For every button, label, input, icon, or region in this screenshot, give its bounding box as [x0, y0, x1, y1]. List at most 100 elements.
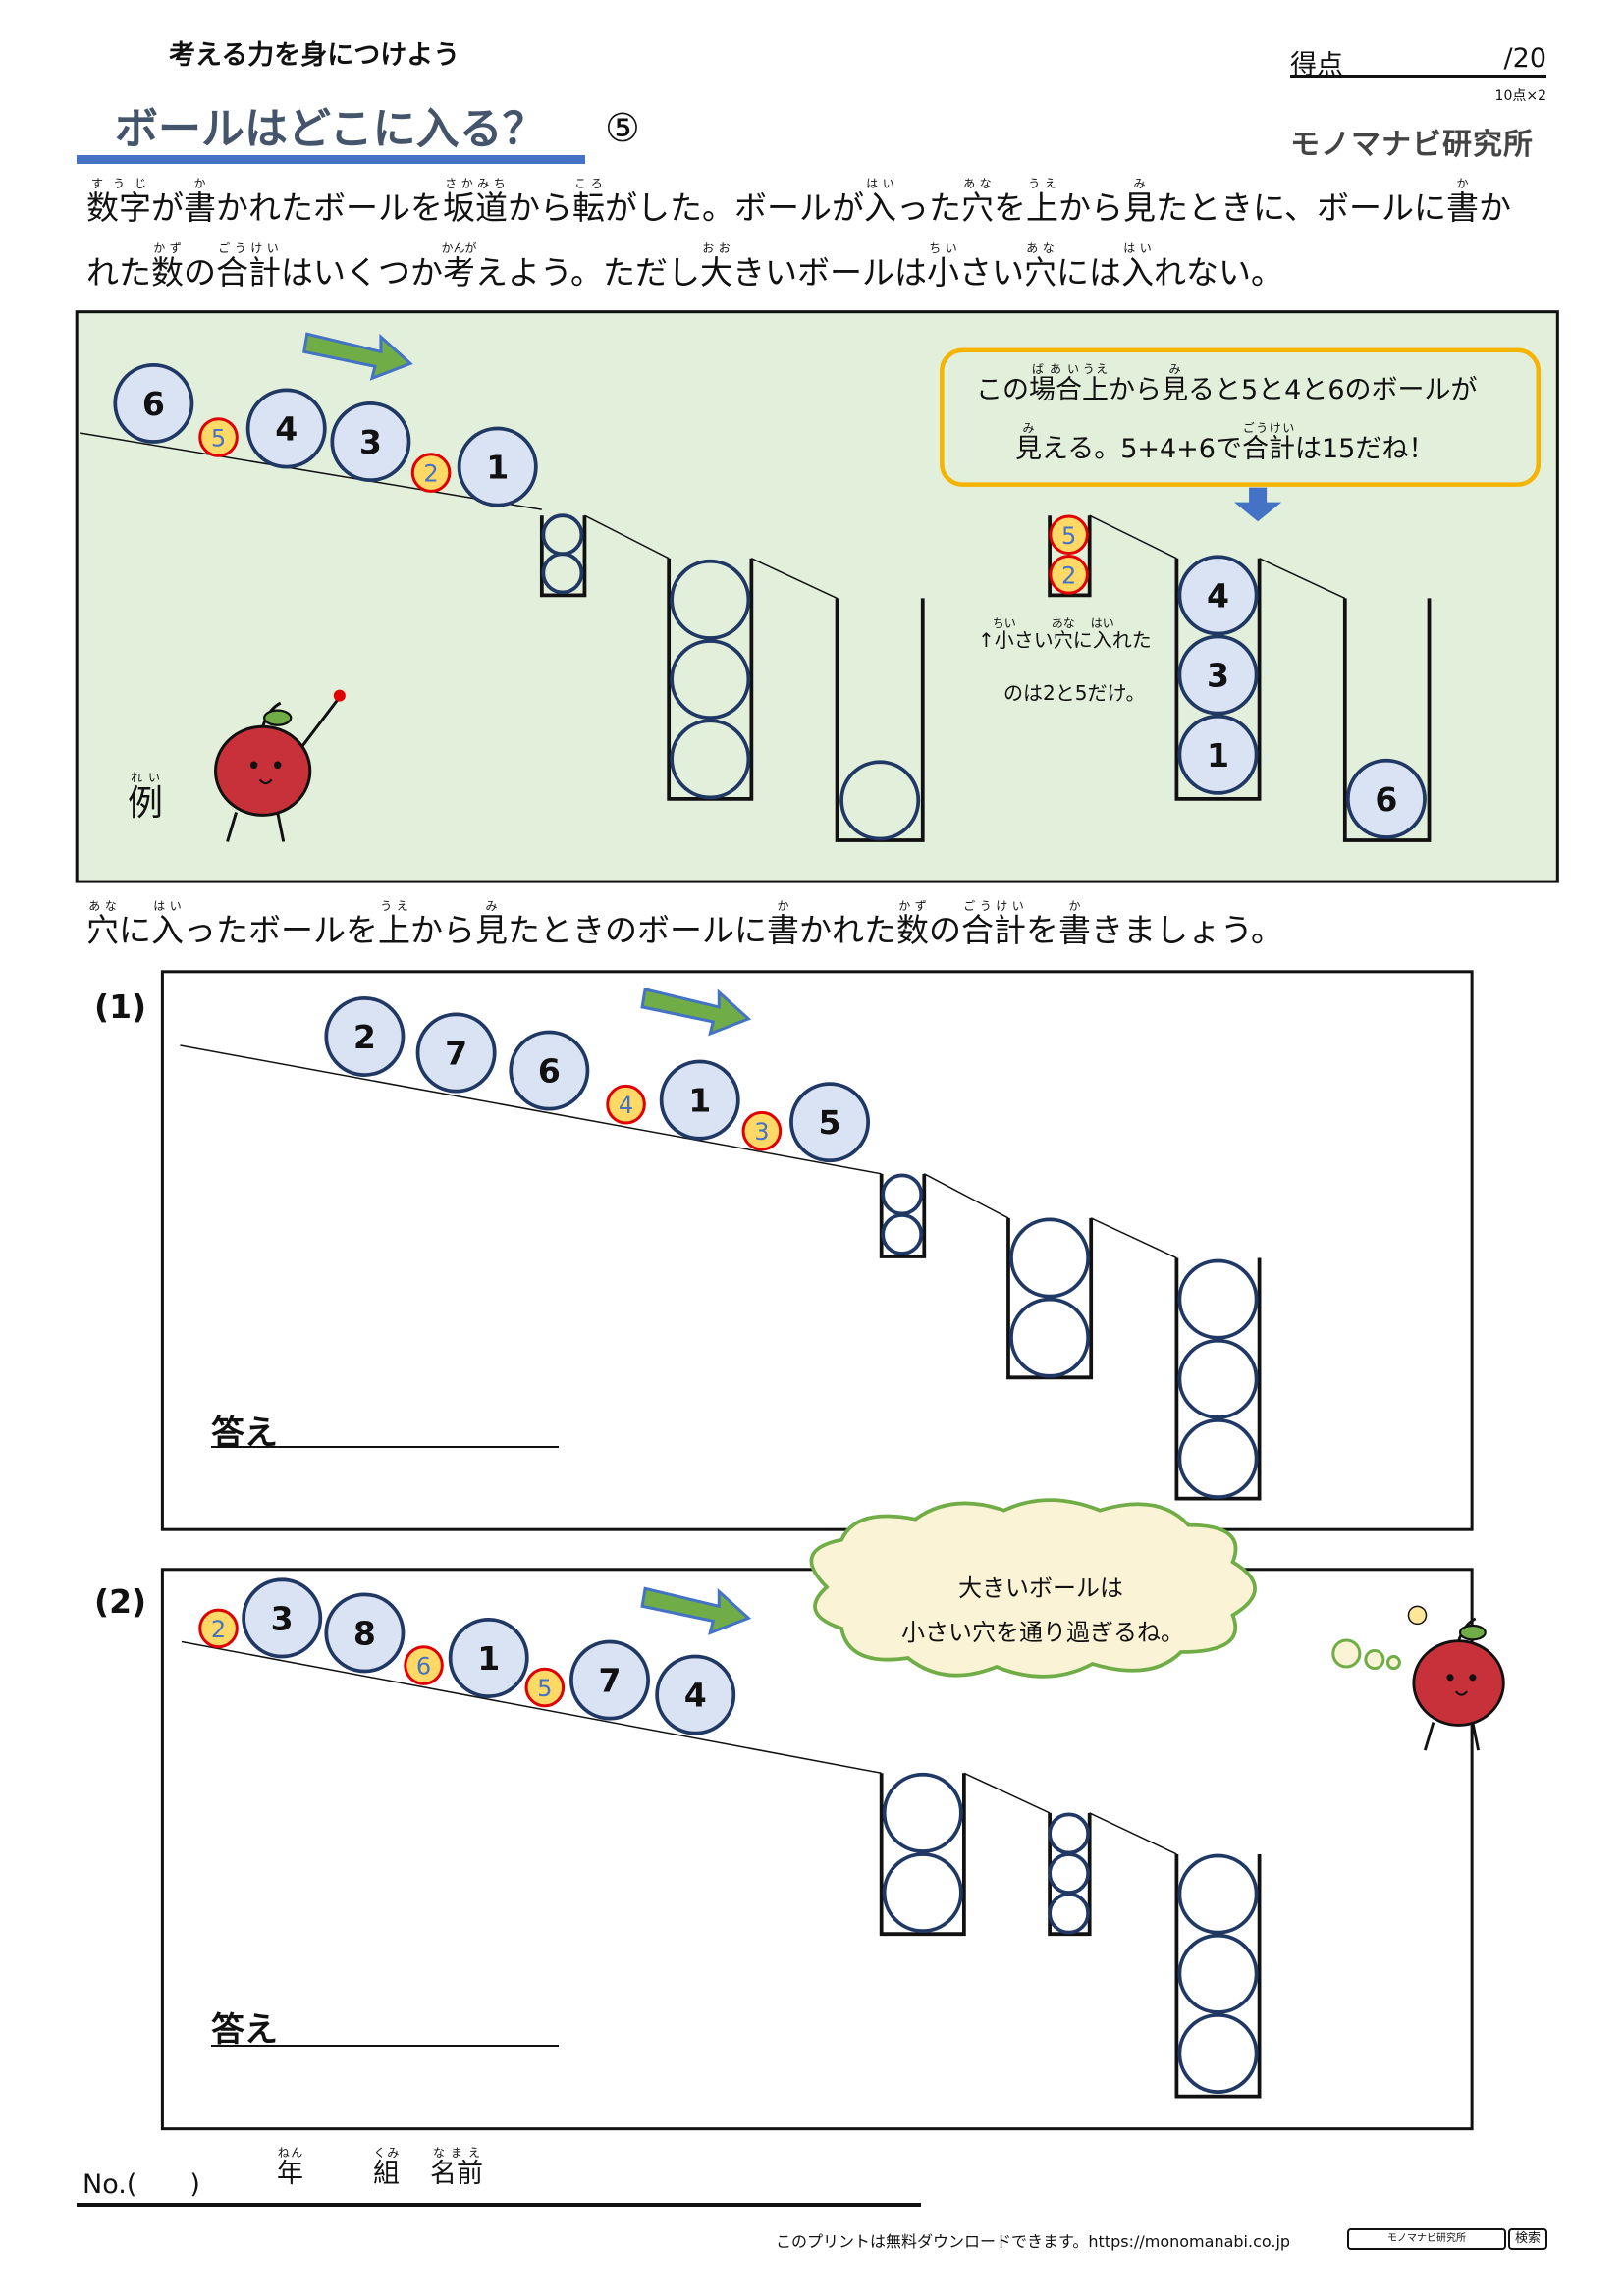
student-number-field[interactable]: No.( ): [82, 2169, 200, 2200]
text-segment: の: [184, 253, 216, 292]
ball-circle: [509, 1030, 590, 1111]
slope-line: [751, 558, 838, 600]
ball-circle: [415, 1012, 497, 1094]
worksheet-number: ⑤: [605, 106, 640, 151]
small-ball: 2: [198, 1608, 239, 1649]
ball-number: 7: [445, 1035, 467, 1073]
roll-direction-arrow-icon: [640, 988, 752, 1037]
big-ball: 1: [457, 426, 538, 507]
text-segment: は15だね！: [1294, 434, 1435, 464]
furigana: うえ: [378, 899, 410, 913]
text-segment: さい: [959, 253, 1025, 292]
ball-number: 2: [423, 460, 438, 488]
search-input[interactable]: モノマナビ研究所: [1347, 2228, 1506, 2250]
ruby-word: 数字すうじ: [86, 177, 151, 227]
ball-number: 3: [754, 1118, 769, 1146]
text-segment: さい: [1013, 628, 1054, 652]
score-label: 得点: [1290, 50, 1343, 80]
apple-leaf: [1458, 1624, 1487, 1641]
lightbulb-icon: [1407, 1605, 1428, 1626]
ball-circle: [1177, 634, 1259, 716]
text-segment: から: [1109, 375, 1162, 405]
text-segment: に: [119, 911, 151, 949]
ruby-word: 書か: [1446, 177, 1480, 227]
ruby-word: 穴あな: [1024, 241, 1057, 292]
furigana: うえ: [1082, 362, 1109, 376]
ball-circle: [245, 388, 327, 469]
furigana: ちい: [992, 616, 1016, 630]
score-note: 10点×2: [1494, 88, 1546, 104]
empty-small-slot: [541, 552, 584, 595]
ball-circle: [1049, 555, 1089, 595]
furigana: くみ: [373, 2146, 400, 2160]
ball-circle: [457, 426, 538, 507]
ruby-word: 穴あな: [86, 899, 119, 949]
furigana: はい: [151, 899, 184, 913]
apple-mouth: [1454, 1690, 1468, 1696]
problem-1-answer-field[interactable]: [285, 1410, 550, 1445]
big-ball: 7: [415, 1012, 497, 1094]
search-button[interactable]: 検索: [1508, 2228, 1547, 2250]
ball-circle: [1177, 555, 1259, 636]
big-ball: 1: [448, 1618, 529, 1698]
ball-circle: [1049, 514, 1089, 556]
furigana: あな: [1051, 616, 1075, 630]
apple-leg: [276, 812, 286, 842]
furigana: はい: [1121, 241, 1155, 255]
text-segment: のは2と5だけ。: [1003, 681, 1146, 705]
empty-big-slot: [882, 1772, 963, 1853]
furigana: ころ: [572, 177, 605, 190]
thought-dot: [1364, 1648, 1385, 1671]
ball-number: 6: [142, 385, 165, 423]
empty-big-slot: [1009, 1297, 1091, 1378]
furigana: み: [1162, 362, 1188, 376]
ball-circle: [741, 1110, 783, 1151]
ball-number: 3: [359, 423, 382, 461]
apple-mascot-icon: [1412, 1617, 1505, 1751]
ball-number: 5: [537, 1675, 552, 1702]
ruby-word: 書か: [767, 899, 799, 949]
small-ball: 4: [606, 1084, 646, 1125]
empty-big-slot: [1177, 2013, 1259, 2094]
page-title: ボールはどこに入る？: [115, 104, 546, 154]
apple-leg: [226, 811, 239, 842]
ball-circle: [404, 1645, 444, 1685]
furigana: ねん: [277, 2146, 303, 2160]
ruby-word: 入はい: [1121, 241, 1155, 292]
problem-2-answer-field[interactable]: [285, 2006, 550, 2042]
example-note-line-2: のは2と5だけ。: [1003, 677, 1145, 706]
hole: [879, 1173, 927, 1258]
text-segment: の: [929, 911, 961, 949]
text-segment: はいくつか: [281, 253, 443, 292]
thought-bubble-line-2: 小さい穴を通り過ぎるね。: [901, 1619, 1184, 1646]
furigana: れい: [128, 771, 164, 784]
empty-big-slot: [670, 719, 751, 800]
ruby-word: 例れい: [128, 771, 164, 824]
furigana: ごうけい: [961, 899, 1026, 913]
big-ball: 1: [1177, 714, 1259, 795]
callout-line-1: この場合ばあい上うえから見みると5と4と6のボールが: [976, 362, 1478, 406]
text-segment: には: [1056, 253, 1122, 292]
big-ball: 4: [245, 388, 327, 469]
ball-circle: [569, 1639, 650, 1721]
furigana: ごうけい: [1241, 421, 1295, 435]
thought-cloud: [809, 1498, 1257, 1679]
big-ball: 6: [509, 1030, 590, 1111]
thought-dot: [1331, 1638, 1362, 1669]
slope-line: [963, 1772, 1051, 1814]
slope-line: [1089, 1812, 1177, 1855]
furigana: か: [184, 177, 216, 190]
ruby-word: 組くみ: [373, 2146, 400, 2189]
ball-number: 3: [1207, 657, 1229, 695]
empty-big-slot: [1009, 1217, 1091, 1299]
ruby-word: 合計ごうけい: [216, 241, 281, 292]
title-underline: [77, 155, 585, 164]
ruby-word: 上うえ: [1082, 362, 1109, 405]
ball-number: 4: [619, 1092, 633, 1119]
empty-big-slot: [1177, 1338, 1259, 1419]
task-instruction: 穴あなに入はいったボールを上うえから見みたときのボールに書かかれた数かずの合計ご…: [86, 899, 1283, 951]
furigana: かず: [151, 241, 184, 255]
big-ball: 6: [1345, 758, 1427, 839]
text-segment: ると5と4と6のボールが: [1188, 375, 1478, 405]
